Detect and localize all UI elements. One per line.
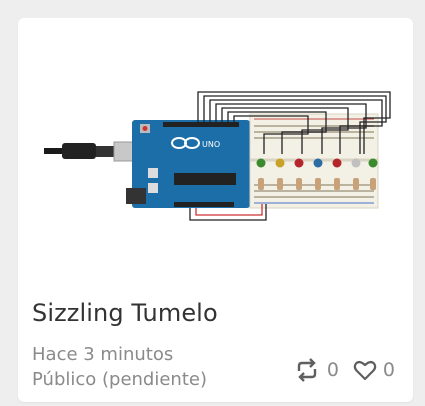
project-meta: Hace 3 minutos Público (pendiente) [32, 342, 207, 392]
led [368, 158, 378, 168]
like-button[interactable]: 0 [353, 359, 395, 381]
led [275, 158, 285, 168]
project-stats: 0 0 [293, 358, 395, 382]
led [351, 158, 361, 168]
led [256, 158, 266, 168]
circuit-thumbnail[interactable]: UNO [18, 18, 413, 288]
led [294, 158, 304, 168]
project-title[interactable]: Sizzling Tumelo [32, 299, 218, 327]
ground-wire [189, 204, 267, 221]
resistor [258, 178, 264, 190]
like-count: 0 [382, 359, 395, 381]
power-wire [195, 204, 263, 216]
visibility-status: Público (pendiente) [32, 369, 207, 390]
heart-icon [353, 360, 377, 381]
resistor [296, 178, 302, 190]
copy-icon [297, 358, 317, 382]
led [313, 158, 323, 168]
arduino-board: UNO [126, 120, 250, 208]
copy-button[interactable]: 0 [293, 358, 339, 382]
circuit-illustration: UNO [44, 91, 391, 221]
resistor [315, 178, 321, 190]
project-card[interactable]: UNO [18, 18, 413, 402]
copy-count: 0 [326, 359, 339, 381]
led [332, 158, 342, 168]
board-logo-text: UNO [202, 140, 220, 149]
resistor-row [258, 178, 376, 190]
modified-time: Hace 3 minutos [32, 344, 174, 365]
resistor [353, 178, 359, 190]
resistor [370, 178, 376, 190]
led-row [256, 158, 378, 168]
jumper-wires [197, 91, 391, 154]
resistor [334, 178, 340, 190]
usb-cable [44, 141, 141, 162]
resistor [277, 178, 283, 190]
